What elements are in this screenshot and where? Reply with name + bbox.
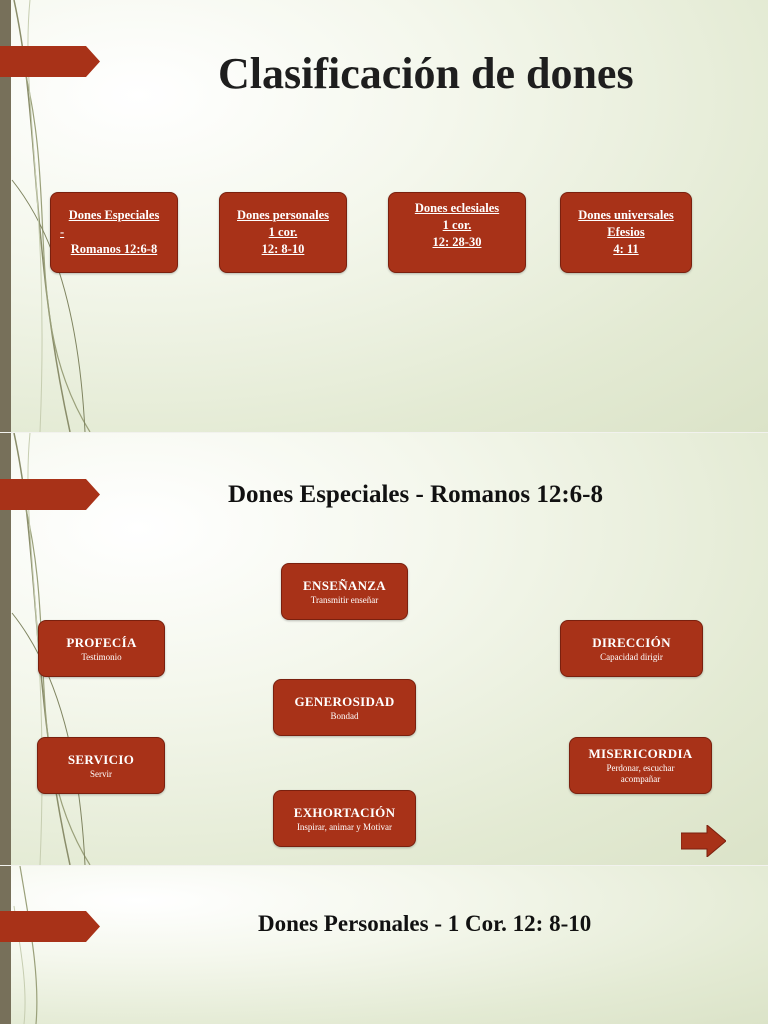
link-dones-personales[interactable]: Dones personales 1 cor. 12: 8-10 (219, 192, 347, 273)
decorative-curves (13, 866, 38, 1024)
gift-description: Perdonar, escuchar acompañar (606, 763, 675, 784)
gift-direccion: DIRECCIÓN Capacidad dirigir (560, 620, 703, 677)
link-dones-eclesiales[interactable]: Dones eclesiales 1 cor. 12: 28-30 (388, 192, 526, 273)
title-tab-arrow (0, 911, 100, 942)
title-tab-arrow (0, 46, 100, 77)
gift-name: GENEROSIDAD (294, 693, 395, 709)
gift-servicio: SERVICIO Servir (37, 737, 165, 794)
gift-description: Capacidad dirigir (600, 651, 663, 662)
gift-description: Transmitir enseñar (310, 594, 379, 605)
gift-generosidad: GENEROSIDAD Bondad (273, 679, 416, 736)
link-line: Dones eclesiales (414, 201, 500, 215)
gift-name: ENSEÑANZA (303, 577, 386, 593)
link-line: 1 cor. (268, 225, 298, 239)
slide-divider (0, 432, 768, 433)
gift-description: Inspirar, animar y Motivar (296, 821, 393, 832)
gift-name: SERVICIO (67, 751, 135, 767)
gift-description: Bondad (330, 710, 359, 721)
gift-name: EXHORTACIÓN (293, 804, 396, 820)
slide-left-bar (0, 433, 11, 865)
slide-divider (0, 865, 768, 866)
link-line: - (60, 225, 65, 239)
slide-title: Dones Personales - 1 Cor. 12: 8-10 (258, 911, 592, 936)
slide-left-bar (0, 0, 11, 432)
gift-description: Testimonio (81, 651, 122, 662)
gift-name: DIRECCIÓN (592, 634, 671, 650)
slide-clasificacion: Clasificación de dones Dones Especiales … (0, 0, 768, 432)
gift-name: PROFECÍA (66, 634, 137, 650)
gift-description: Servir (90, 768, 112, 779)
gift-profecia: PROFECÍA Testimonio (38, 620, 165, 677)
title-tab-arrow (0, 479, 100, 510)
slide-left-bar (0, 866, 11, 1024)
gift-ensenanza: ENSEÑANZA Transmitir enseñar (281, 563, 408, 620)
gift-exhortacion: EXHORTACIÓN Inspirar, animar y Motivar (273, 790, 416, 847)
page-title: Clasificación de dones (218, 49, 634, 98)
link-line: Efesios (607, 225, 645, 239)
gift-name: MISERICORDIA (588, 746, 693, 761)
link-dones-universales[interactable]: Dones universales Efesios 4: 11 (560, 192, 692, 273)
link-line: Dones Especiales (68, 208, 160, 222)
link-line: Romanos 12:6-8 (70, 242, 158, 256)
right-arrow-icon[interactable] (681, 825, 726, 857)
link-line: 12: 28-30 (432, 235, 482, 249)
link-line: 4: 11 (613, 242, 639, 256)
link-line: Dones universales (578, 208, 674, 222)
link-line: 1 cor. (442, 218, 472, 232)
gift-misericordia: MISERICORDIA Perdonar, escuchar acompaña… (569, 737, 712, 794)
slide-title: Dones Especiales - Romanos 12:6-8 (228, 481, 603, 508)
slide-dones-especiales: Dones Especiales - Romanos 12:6-8 ENSEÑA… (0, 433, 768, 865)
link-line: Dones personales (236, 208, 330, 222)
link-dones-especiales[interactable]: Dones Especiales - Romanos 12:6-8 (50, 192, 178, 273)
link-line: 12: 8-10 (261, 242, 305, 256)
slide-dones-personales: Dones Personales - 1 Cor. 12: 8-10 (0, 866, 768, 1024)
